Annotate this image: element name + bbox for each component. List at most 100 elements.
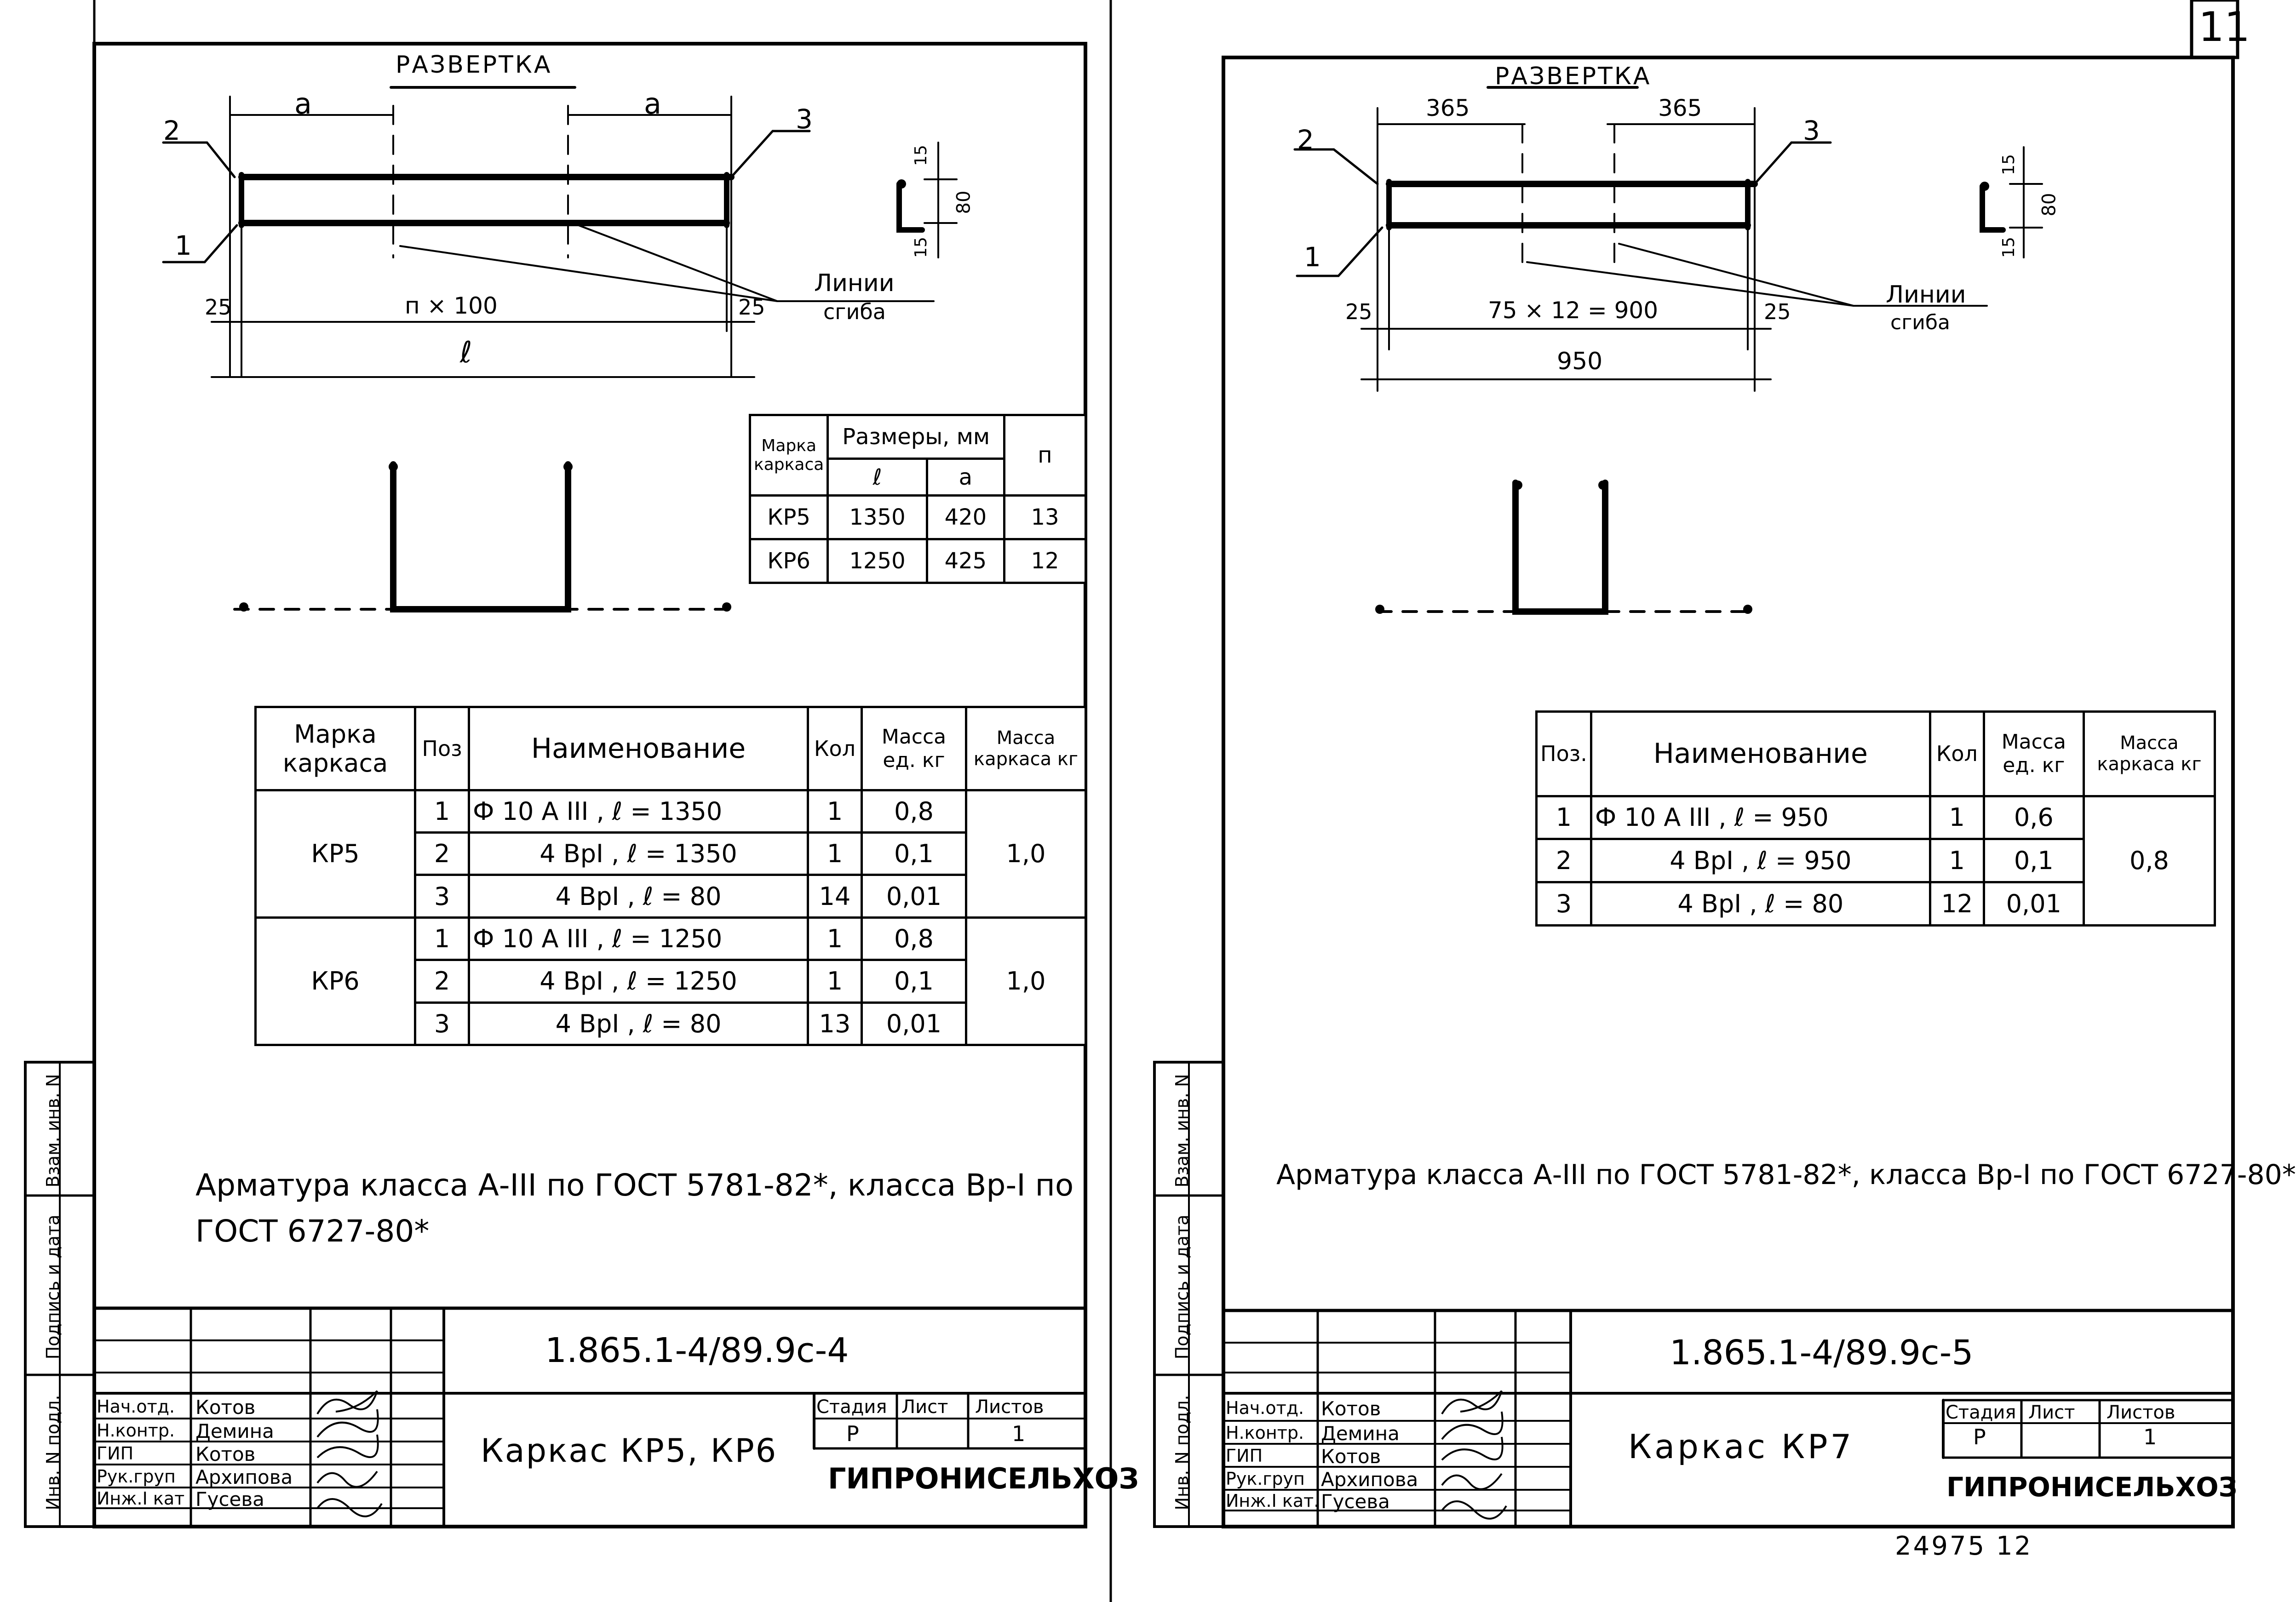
right-person-role: Нач.отд.: [1226, 1398, 1304, 1418]
spec-mass: 0,1: [861, 831, 967, 876]
right-person-name: Котов: [1321, 1445, 1381, 1468]
signatures: [316, 1390, 1507, 1520]
left-stage: Р: [846, 1421, 859, 1446]
right-sheet-frame: [1222, 56, 2235, 1528]
left-person-role: Н.контр.: [97, 1420, 175, 1441]
spec-h-pos: Поз.: [1535, 710, 1592, 797]
spec-mark: КР5: [254, 789, 416, 919]
left-person-role: Рук.груп: [97, 1466, 176, 1487]
spec-pos: 3: [414, 1001, 470, 1047]
right-razvertka-title: РАЗВЕРТКА: [1495, 63, 1652, 90]
size-table-cell: 1350: [827, 494, 928, 540]
size-table-h-l: ℓ: [827, 458, 928, 497]
spec-qty: 1: [807, 789, 863, 834]
left-person-name: Котов: [195, 1396, 256, 1419]
right-person-role: Н.контр.: [1226, 1423, 1304, 1443]
spec-h-pos: Поз: [414, 706, 470, 791]
left-dim-a-left: a: [294, 87, 312, 120]
size-table-cell: КР5: [748, 494, 829, 540]
right-person-name: Котов: [1321, 1397, 1381, 1420]
spec-h-qty: Кол: [1929, 710, 1985, 797]
size-table-h-n: п: [1003, 414, 1087, 497]
spec-mass: 0,01: [861, 1001, 967, 1047]
right-org: ГИПРОНИСЕЛЬХОЗ: [1946, 1471, 2238, 1503]
left-side-signature-date: Подпись и дата: [43, 1214, 63, 1360]
left-dim-25-left: 25: [205, 295, 232, 320]
spec-h-qty: Кол: [807, 706, 863, 791]
left-dim-a-right: a: [644, 87, 661, 120]
spec-name: 4 ВрI , ℓ = 80: [468, 874, 809, 919]
spec-mass: 0,1: [861, 959, 967, 1004]
right-label-3: 3: [1803, 115, 1820, 146]
right-stage-header: Стадия: [1946, 1402, 2016, 1423]
spec-name: Ф 10 А III , ℓ = 1250: [468, 916, 809, 961]
right-sheet-header: Лист: [2028, 1402, 2075, 1423]
spec-h-unit-mass: Масса ед. кг: [1982, 710, 2085, 797]
left-label-1: 1: [175, 230, 192, 261]
left-doc-code: 1.865.1-4/89.9с-4: [545, 1331, 849, 1370]
left-sheet-header: Лист: [901, 1396, 948, 1418]
left-dim-25-right: 25: [738, 295, 765, 320]
right-dim-25-left: 25: [1345, 299, 1372, 324]
right-bend-lines-1: Линии: [1886, 281, 1966, 309]
right-dim-25-right: 25: [1764, 299, 1791, 324]
size-table-cell: КР6: [748, 538, 829, 584]
sheet-number-box: [2190, 0, 2239, 59]
left-person-name: Демина: [195, 1420, 274, 1442]
right-person-role: Инж.I кат.: [1226, 1491, 1320, 1511]
spec-name: 4 ВрI , ℓ = 950: [1590, 838, 1931, 884]
left-sheets-header: Листов: [975, 1396, 1044, 1418]
left-person-name: Архипова: [195, 1466, 293, 1488]
spec-qty: 1: [1929, 795, 1985, 841]
spec-pos: 3: [1535, 881, 1592, 927]
left-size-table: Марка каркаса Размеры, мм п ℓ a КР5 1350…: [748, 414, 1087, 584]
right-side-inv-podl: Инв. N подл.: [1172, 1395, 1192, 1510]
spec-h-name: Наименование: [468, 706, 809, 791]
spec-qty: 1: [807, 959, 863, 1004]
spec-name: 4 ВрI , ℓ = 80: [1590, 881, 1931, 927]
left-sheets: 1: [1012, 1421, 1026, 1446]
right-dim-mid: 75 × 12 = 900: [1488, 297, 1659, 324]
spec-mark: КР6: [254, 916, 416, 1047]
right-stage: Р: [1973, 1425, 1986, 1449]
right-note: Арматура класса А-III по ГОСТ 5781-82*, …: [1276, 1159, 2296, 1191]
spec-qty: 1: [807, 916, 863, 961]
left-bend-lines-1: Линии: [814, 269, 895, 297]
spec-mass: 0,8: [861, 789, 967, 834]
left-spec-table: Марка каркаса Поз Наименование Кол Масса…: [254, 706, 1087, 1047]
spec-pos: 1: [414, 916, 470, 961]
size-table-h-a: a: [925, 458, 1006, 497]
size-table-h-mark: Марка каркаса: [748, 414, 829, 497]
spec-frame-mass: 1,0: [965, 789, 1087, 919]
spec-mass: 0,6: [1982, 795, 2085, 841]
right-sheets-header: Листов: [2107, 1402, 2175, 1423]
spec-mass: 0,1: [1982, 838, 2085, 884]
right-person-name: Гусева: [1321, 1490, 1390, 1513]
spec-name: Ф 10 А III , ℓ = 950: [1590, 795, 1931, 841]
right-section-dim-15-bottom: 15: [1999, 237, 2018, 258]
size-table-cell: 1250: [827, 538, 928, 584]
spec-pos: 2: [1535, 838, 1592, 884]
spec-pos: 3: [414, 874, 470, 919]
left-section-dim-15-top: 15: [911, 145, 930, 166]
spec-frame-mass: 0,8: [2082, 795, 2216, 927]
left-bend-lines-2: сгиба: [823, 299, 886, 324]
spec-pos: 2: [414, 959, 470, 1004]
right-section-dim-15-top: 15: [1999, 154, 2018, 175]
left-person-name: Гусева: [195, 1488, 264, 1510]
spec-qty: 13: [807, 1001, 863, 1047]
right-dim-365-left: 365: [1426, 95, 1470, 121]
left-person-role: Нач.отд.: [97, 1396, 175, 1417]
right-bend-lines-2: сгиба: [1890, 311, 1951, 334]
spec-mass: 0,01: [1982, 881, 2085, 927]
spec-frame-mass: 1,0: [965, 916, 1087, 1047]
right-label-2: 2: [1297, 124, 1314, 155]
right-person-name: Демина: [1321, 1422, 1400, 1445]
spec-qty: 12: [1929, 881, 1985, 927]
spec-name: 4 ВрI , ℓ = 1350: [468, 831, 809, 876]
left-title: Каркас КР5, КР6: [481, 1432, 778, 1470]
left-stage-header: Стадия: [816, 1396, 887, 1418]
spec-name: Ф 10 А III , ℓ = 1350: [468, 789, 809, 834]
left-dim-l: ℓ: [460, 336, 472, 370]
right-dim-365-right: 365: [1658, 95, 1702, 121]
